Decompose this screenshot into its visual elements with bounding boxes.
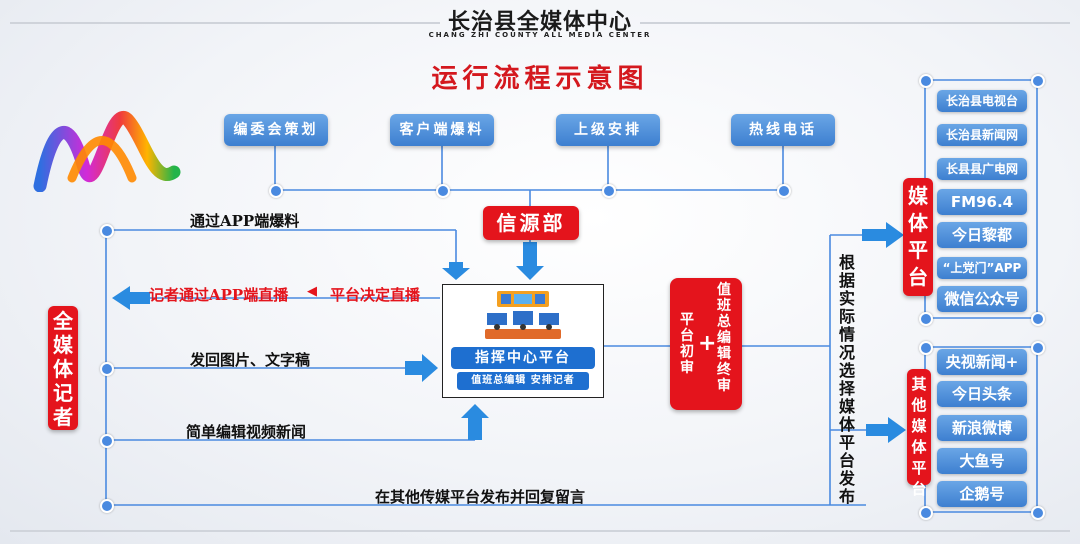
flow-label-simple-edit: 简单编辑视频新闻 — [186, 423, 307, 441]
control-room-icon — [485, 291, 561, 339]
node-dot — [1031, 506, 1045, 520]
node-dot — [1031, 341, 1045, 355]
media-item-broadcast-web: 长县县广电网 — [937, 158, 1027, 180]
node-dot — [100, 499, 114, 513]
flow-label-live-decide: 平台决定直播 — [330, 286, 421, 304]
org-title: 长治县全媒体中心 — [447, 10, 632, 35]
flow-label-other-publish: 在其他传媒平台发布并回复留言 — [375, 488, 586, 506]
logo-icon — [33, 111, 181, 192]
node-dot — [436, 184, 450, 198]
review-box: 平台初审 + 值班总编辑终审 — [670, 278, 742, 410]
node-dot — [1031, 74, 1045, 88]
node-dot — [919, 506, 933, 520]
command-center-subtitle: 值班总编辑 安排记者 — [457, 372, 589, 390]
org-subtitle: CHANG ZHI COUNTY ALL MEDIA CENTER — [428, 31, 652, 39]
media-platform-tag: 媒体平台 — [903, 178, 933, 296]
flow-label-live-arrow: ◀ — [307, 284, 317, 299]
source-box-client-tip: 客户端爆料 — [390, 114, 494, 146]
source-box-editorial: 编委会策划 — [224, 114, 328, 146]
source-box-hotline: 热线电话 — [731, 114, 835, 146]
node-dot — [919, 341, 933, 355]
first-review-label: 平台初审 — [680, 312, 694, 376]
media-item-fm: FM96.4 — [937, 189, 1027, 215]
flow-label-send-back: 发回图片、文字稿 — [190, 351, 311, 369]
command-center-box: 指挥中心平台 值班总编辑 安排记者 — [442, 284, 604, 398]
node-dot — [919, 312, 933, 326]
media-item-app: “上党门”APP — [937, 257, 1027, 279]
node-dot — [100, 362, 114, 376]
reporter-box: 全媒体记者 — [48, 306, 78, 430]
header-line-right — [640, 22, 1070, 24]
source-dept-box: 信源部 — [483, 206, 579, 240]
final-review-label: 值班总编辑终审 — [717, 282, 731, 394]
other-item-qie: 企鹅号 — [937, 481, 1027, 507]
other-item-weibo: 新浪微博 — [937, 415, 1027, 441]
media-item-wechat: 微信公众号 — [937, 286, 1027, 312]
flow-label-live-reporter: 记者通过APP端直播 — [149, 286, 289, 304]
flow-label-app-tip: 通过APP端爆料 — [190, 212, 300, 230]
other-platform-tag: 其他媒体平台 — [907, 369, 931, 498]
node-dot — [100, 434, 114, 448]
command-center-title: 指挥中心平台 — [451, 347, 595, 369]
media-item-news-web: 长治县新闻网 — [937, 124, 1027, 146]
decision-label: 根据实际情况选择媒体平台发布 — [838, 253, 855, 506]
node-dot — [602, 184, 616, 198]
media-item-today-lidu: 今日黎都 — [937, 222, 1027, 248]
other-item-toutiao: 今日头条 — [937, 381, 1027, 407]
media-item-tv: 长治县电视台 — [937, 90, 1027, 112]
other-item-dayu: 大鱼号 — [937, 448, 1027, 474]
other-item-cctv: 央视新闻+ — [937, 349, 1027, 375]
node-dot — [919, 74, 933, 88]
node-dot — [100, 224, 114, 238]
header-line-left — [10, 22, 440, 24]
node-dot — [269, 184, 283, 198]
footer-line — [10, 530, 1070, 532]
review-plus: + — [698, 331, 717, 356]
node-dot — [1031, 312, 1045, 326]
diagram-title: 运行流程示意图 — [431, 64, 649, 94]
node-dot — [777, 184, 791, 198]
source-box-superior: 上级安排 — [556, 114, 660, 146]
